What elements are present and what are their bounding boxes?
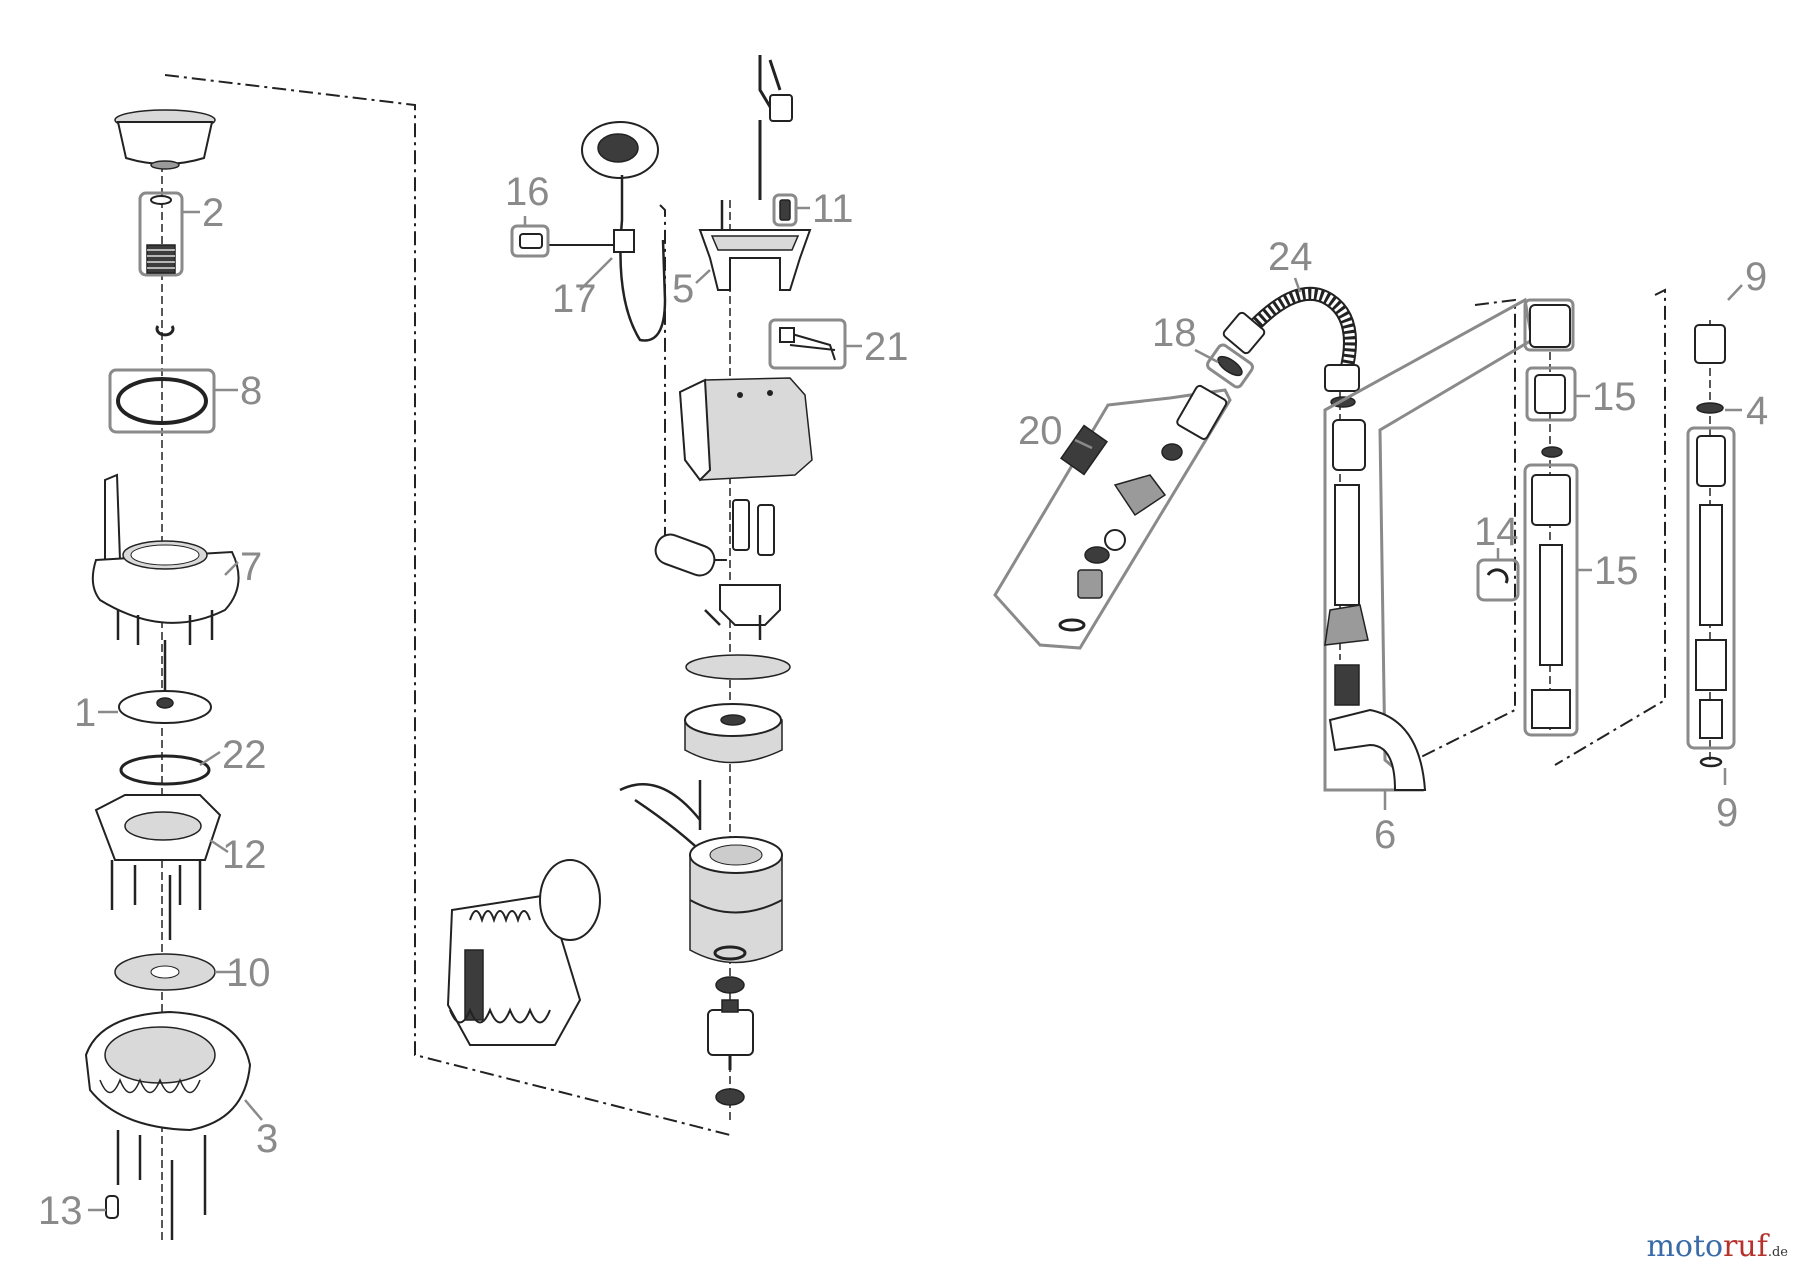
float-switch-part-17 (548, 121, 667, 342)
callout-part-5: 5 (672, 267, 694, 311)
impeller-part-1 (118, 640, 212, 724)
middle-assembly (446, 55, 847, 1106)
gasket-part (685, 654, 791, 680)
seal-ring-part-22 (119, 754, 211, 786)
clip-part-14 (1476, 558, 1520, 602)
callout-labels: 2 8 7 1 22 12 10 3 13 16 17 11 5 21 24 1… (38, 170, 1768, 1233)
callout-part-3: 3 (256, 1117, 278, 1161)
callout-part-10: 10 (226, 951, 271, 995)
bearing-housing-part (684, 703, 783, 764)
upper-bearing-part (715, 976, 745, 994)
callout-part-21: 21 (864, 325, 909, 369)
leader-lines (88, 206, 1743, 1212)
power-cable-plug (758, 55, 793, 200)
right-assembly (993, 286, 1736, 792)
terminal-part-21 (768, 318, 847, 370)
handle-part-5 (698, 200, 812, 291)
callout-part-2: 2 (202, 191, 224, 235)
callout-part-16: 16 (505, 170, 550, 214)
discharge-pipe-part-6 (1323, 297, 1571, 792)
adapter-part-15-lower (1523, 463, 1579, 737)
rotor-part (707, 999, 754, 1070)
check-valve-part-2 (138, 191, 184, 277)
left-assembly (84, 109, 252, 1240)
non-return-valve-group-20 (993, 388, 1232, 650)
assembled-pump-illustration (446, 859, 601, 1046)
base-foot-part-3 (84, 1010, 252, 1240)
callout-part-14: 14 (1474, 510, 1519, 554)
seal-part-18 (1206, 343, 1254, 389)
strainer-cup-part (114, 109, 216, 170)
gland-part-11 (772, 193, 798, 227)
callout-part-9-bottom: 9 (1716, 791, 1738, 835)
motoruf-watermark-logo: motoruf.de (1646, 1229, 1788, 1264)
pump-housing-part-7 (91, 473, 240, 645)
callout-part-1: 1 (74, 691, 96, 735)
valve-internals (1058, 384, 1228, 632)
base-plate-part-12 (94, 794, 222, 940)
callout-part-24: 24 (1268, 235, 1313, 279)
flex-hose-part-24 (1222, 286, 1360, 392)
motor-cover-part (678, 377, 813, 482)
callout-part-17: 17 (552, 277, 597, 321)
callout-part-7: 7 (240, 545, 262, 589)
callout-part-18: 18 (1152, 311, 1197, 355)
callout-part-6: 6 (1374, 813, 1396, 857)
capacitor-and-rods (654, 499, 781, 640)
callout-part-13: 13 (38, 1189, 83, 1233)
adapter-part-15-upper (1523, 298, 1577, 458)
ring-part-4 (1696, 402, 1724, 414)
circlip-part (155, 325, 175, 337)
assembly-guide-lines (161, 74, 1711, 1240)
callout-part-15-upper: 15 (1592, 375, 1637, 419)
lower-bearing-part (715, 1088, 745, 1106)
callout-part-15-lower: 15 (1594, 549, 1639, 593)
screw-part-16 (510, 224, 550, 258)
callout-part-8: 8 (240, 369, 262, 413)
connector-column-part-9 (1686, 324, 1736, 768)
shaft-ring-part (713, 945, 747, 961)
o-ring-part-8 (108, 368, 216, 434)
stator-part (619, 780, 783, 964)
callout-part-9-top: 9 (1745, 255, 1767, 299)
callout-part-20: 20 (1018, 409, 1063, 453)
screw-part-13 (105, 1195, 119, 1219)
callout-part-4: 4 (1746, 389, 1768, 433)
callout-part-11: 11 (812, 187, 854, 231)
disc-part-10 (114, 953, 216, 991)
callout-part-22: 22 (222, 733, 267, 777)
callout-part-12: 12 (222, 833, 267, 877)
